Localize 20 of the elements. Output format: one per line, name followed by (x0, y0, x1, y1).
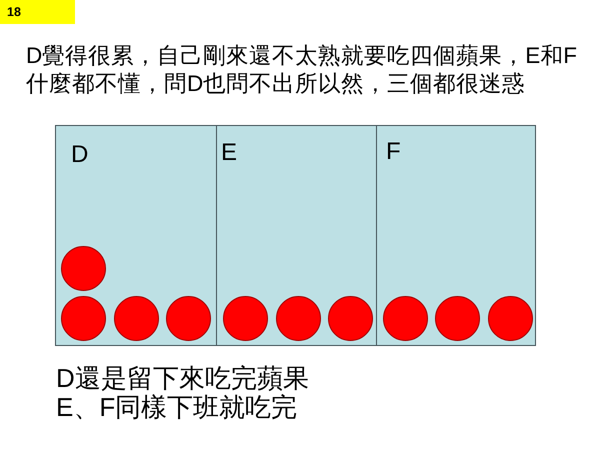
circle-token (435, 296, 480, 341)
panel-label: D (71, 143, 88, 167)
summary-text: E、F同樣下班就吃完 (56, 393, 298, 422)
panel-label: F (386, 140, 401, 164)
circle-token (328, 296, 373, 341)
summary-text: D還是留下來吃完蘋果 (56, 364, 309, 393)
column-panel (55, 125, 217, 346)
circle-token (383, 296, 428, 341)
circle-token (166, 296, 211, 341)
column-panel (376, 125, 536, 346)
circle-token (276, 296, 321, 341)
circle-token (114, 296, 159, 341)
slide-number: 18 (0, 0, 75, 24)
circle-token (223, 296, 268, 341)
column-panel (216, 125, 377, 346)
panel-label: E (221, 141, 238, 165)
circle-token (61, 246, 106, 291)
circle-token (61, 296, 106, 341)
title-text: D覺得很累，自己剛來還不太熟就要吃四個蘋果，E和F什麼都不懂，問D也問不出所以然，三個都很迷惑 (26, 42, 578, 98)
circle-token (488, 296, 533, 341)
